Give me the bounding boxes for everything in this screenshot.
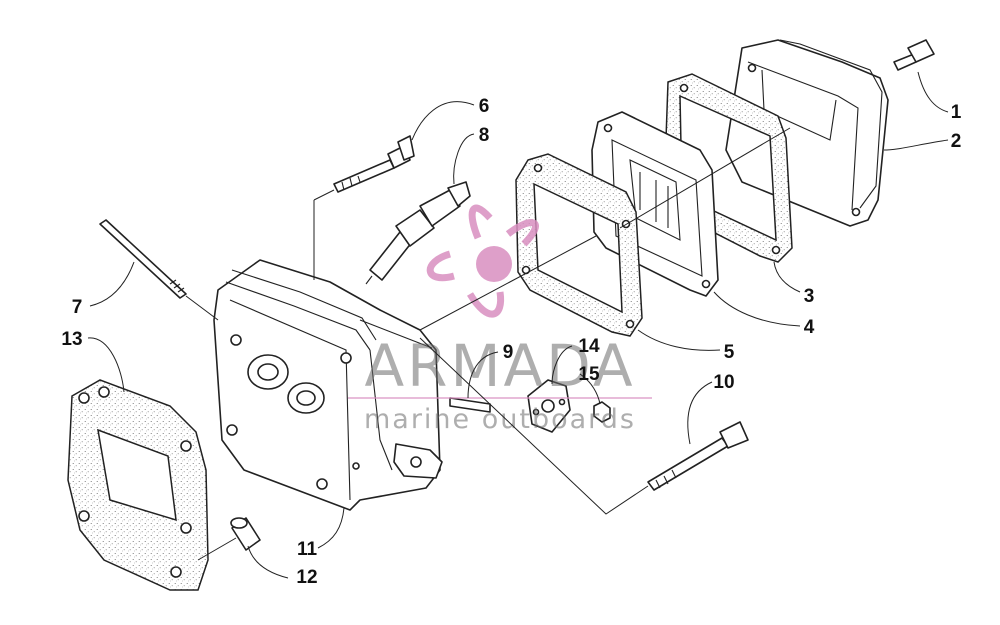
flange	[527, 379, 571, 433]
callout-4: 4	[804, 317, 815, 338]
base-gasket	[67, 379, 209, 591]
callout-7: 7	[72, 297, 83, 318]
head-bolt	[333, 135, 415, 193]
callout-6: 6	[479, 96, 490, 117]
stud	[99, 219, 187, 299]
spark-plug	[365, 181, 471, 285]
nut	[593, 401, 611, 423]
callout-12: 12	[296, 567, 317, 588]
cover-bolt	[893, 39, 935, 71]
dowel	[230, 517, 261, 551]
callout-10: 10	[713, 372, 734, 393]
callout-11: 11	[297, 539, 318, 560]
callout-5: 5	[724, 342, 735, 363]
callout-15: 15	[578, 364, 600, 385]
callout-1: 1	[951, 102, 962, 123]
upper-gasket	[515, 153, 643, 337]
watermark-logo	[426, 204, 539, 318]
leader-lines	[87, 71, 949, 579]
callout-13: 13	[61, 329, 82, 350]
callout-3: 3	[804, 286, 815, 307]
valve-cover	[725, 39, 889, 227]
cylinder-head	[213, 259, 443, 511]
callout-2: 2	[951, 131, 962, 152]
callout-9: 9	[503, 342, 514, 363]
callout-8: 8	[479, 125, 490, 146]
small-stud	[449, 397, 491, 413]
watermark-subtitle: marine outboards	[364, 404, 636, 435]
watermark-title: ARMADA	[364, 332, 635, 400]
long-bolt	[647, 421, 749, 491]
callout-14: 14	[578, 336, 600, 357]
